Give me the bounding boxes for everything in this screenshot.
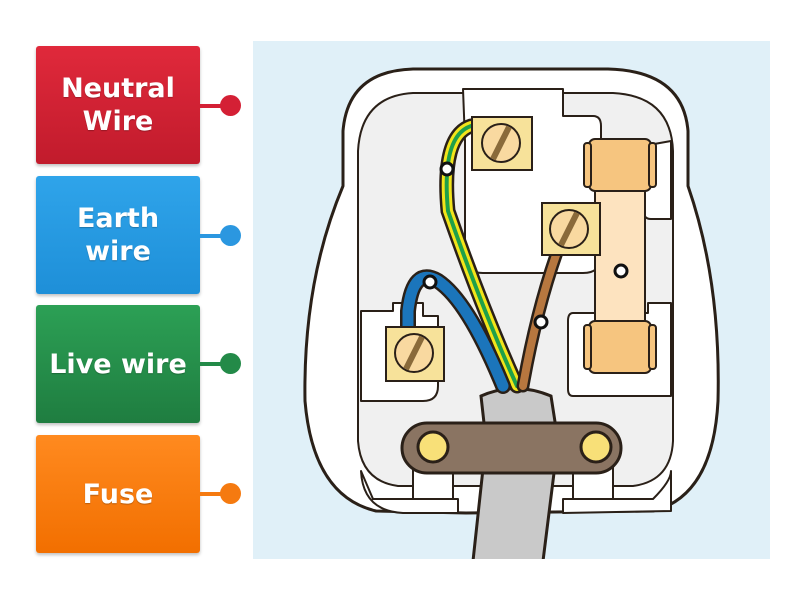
drop-target-live[interactable] [533, 314, 549, 330]
connector-dot[interactable] [220, 353, 241, 374]
label-fuse-text: Fuse [82, 478, 154, 510]
connector-line [200, 492, 228, 496]
plug-rim-bottom-left [360, 470, 459, 514]
fuse-cap-top [588, 138, 652, 192]
label-fuse[interactable]: Fuse [36, 435, 200, 553]
fuse-cap-bottom [588, 320, 652, 374]
plug-diagram-panel [253, 41, 770, 559]
cord-grip-screw-right [579, 430, 613, 464]
label-neutral-wire[interactable]: Neutral Wire [36, 46, 200, 164]
drop-target-fuse[interactable] [613, 263, 629, 279]
drop-target-neutral[interactable] [422, 274, 438, 290]
connector-line [200, 104, 228, 108]
plug-diagram [303, 67, 720, 559]
neutral-wire [400, 269, 511, 394]
connector-dot[interactable] [220, 483, 241, 504]
neutral-terminal [385, 326, 445, 382]
earth-wire [439, 118, 525, 394]
fuse [583, 138, 657, 374]
connector-earth-wire [200, 224, 242, 248]
drop-target-earth[interactable] [439, 161, 455, 177]
label-neutral-wire-text: Neutral Wire [61, 73, 175, 137]
connector-dot[interactable] [220, 225, 241, 246]
label-earth-wire-text: Earth wire [76, 203, 160, 267]
connector-fuse [200, 482, 242, 506]
connector-dot[interactable] [220, 95, 241, 116]
label-live-wire[interactable]: Live wire [36, 305, 200, 423]
connector-line [200, 362, 228, 366]
label-live-wire-text: Live wire [49, 348, 187, 380]
connector-live-wire [200, 352, 242, 376]
connector-line [200, 234, 228, 238]
cord-grip-screw-left [416, 430, 450, 464]
earth-terminal [471, 116, 533, 171]
live-terminal [541, 202, 601, 256]
label-earth-wire[interactable]: Earth wire [36, 176, 200, 294]
cord-grip [400, 421, 623, 475]
plug-rim-bottom-right [562, 470, 672, 514]
connector-neutral-wire [200, 94, 242, 118]
